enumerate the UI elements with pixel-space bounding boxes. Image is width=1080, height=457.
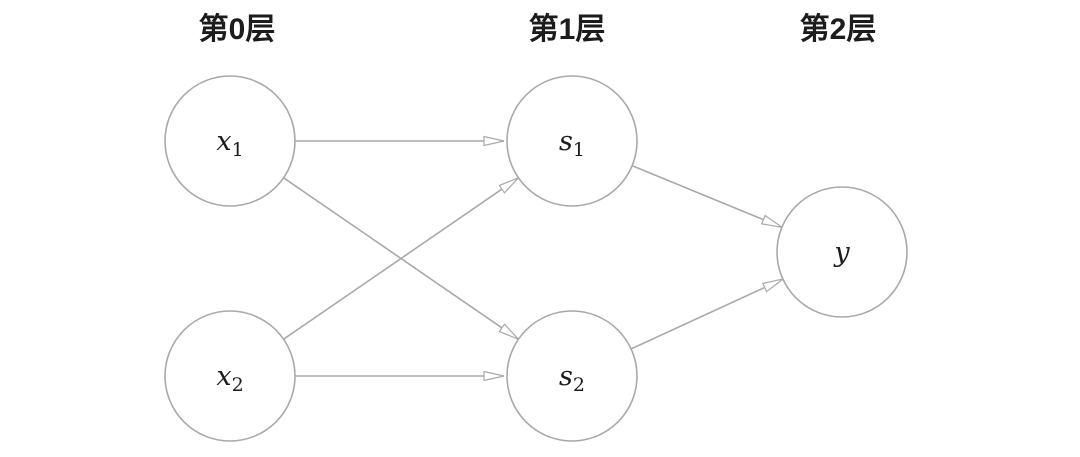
node-s2-base: s <box>559 361 573 392</box>
node-x2-subscript: 2 <box>232 374 244 396</box>
node-y-label: y <box>833 237 850 268</box>
node-x2-base: x <box>216 361 231 392</box>
node-x1-base: x <box>216 126 231 157</box>
node-x2: x2 <box>164 310 296 442</box>
edge-x2-s1 <box>283 177 519 340</box>
node-x1: x1 <box>164 75 296 207</box>
edge-s2-y <box>630 278 784 350</box>
node-y-base: y <box>833 237 850 268</box>
node-s1: s1 <box>506 75 638 207</box>
node-s2-circle <box>506 310 638 442</box>
node-s1-subscript: 1 <box>573 139 585 161</box>
node-s2-subscript: 2 <box>573 374 585 396</box>
layer-1-label: 第1层 <box>529 12 606 46</box>
node-x2-circle <box>164 310 296 442</box>
node-s1-base: s <box>559 126 573 157</box>
node-s1-label: s1 <box>559 126 585 161</box>
layer-0-label: 第0层 <box>199 12 276 46</box>
layer-2-label: 第2层 <box>800 12 877 46</box>
node-s2-label: s2 <box>559 361 585 396</box>
node-s2: s2 <box>506 310 638 442</box>
node-y: y <box>776 186 908 318</box>
node-x1-label: x1 <box>216 126 243 161</box>
edge-s1-y <box>631 164 783 229</box>
node-x1-circle <box>164 75 296 207</box>
node-x2-label: x2 <box>216 361 243 396</box>
node-s1-circle <box>506 75 638 207</box>
node-y-circle <box>776 186 908 318</box>
node-x1-subscript: 1 <box>232 139 244 161</box>
edges-group <box>283 135 784 382</box>
